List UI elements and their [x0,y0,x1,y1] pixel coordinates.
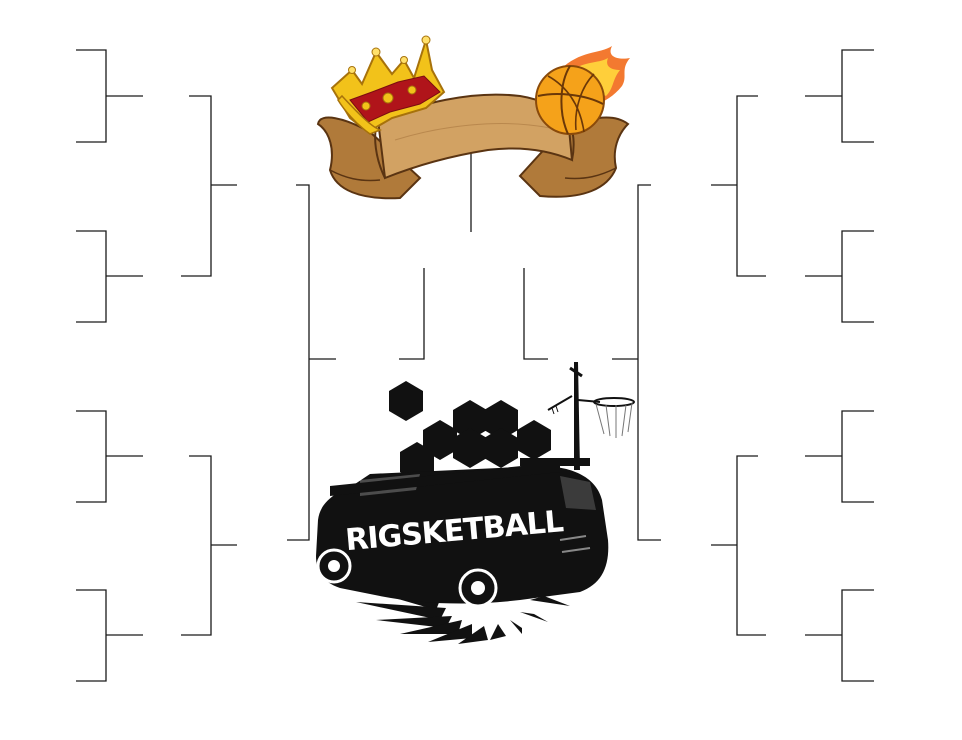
team-slot[interactable] [842,397,878,411]
team-slot[interactable] [287,526,309,540]
left-round3-match [287,171,336,541]
van-icon [316,458,609,608]
team-slot[interactable] [181,442,211,456]
team-slot[interactable] [399,345,424,359]
team-slot[interactable] [842,128,878,142]
team-slot[interactable] [842,488,878,502]
bracket-right [523,36,878,682]
flaming-basketball-icon [535,46,630,135]
left-round1-match-2 [70,217,143,323]
left-round2-match-1 [181,82,237,277]
right-round1-match-2 [805,217,878,323]
team-slot[interactable] [181,262,211,276]
team-slot[interactable] [181,621,211,635]
left-round1-match-1 [70,36,143,143]
team-slot[interactable] [737,82,767,96]
team-slot[interactable] [737,442,767,456]
team-slot[interactable] [524,345,549,359]
team-slot[interactable] [842,36,878,50]
team-slot[interactable] [638,171,660,185]
team-slot[interactable] [70,488,106,502]
left-semifinal [399,268,425,360]
championship-line [455,150,487,232]
team-slot[interactable] [70,397,106,411]
team-slot[interactable] [70,308,106,322]
team-slot[interactable] [842,308,878,322]
right-round2-match-1 [711,82,767,277]
right-semifinal [523,268,549,360]
crown-icon [330,35,446,135]
left-round1-match-3 [70,397,143,503]
right-round1-match-1 [805,36,878,143]
right-round1-match-3 [805,397,878,503]
rigsketball-logo: RIGSKETBALL [316,362,635,644]
right-round2-match-2 [711,442,767,636]
team-slot[interactable] [70,576,106,590]
team-slot[interactable] [842,576,878,590]
bracket-left [70,36,425,682]
team-slot[interactable] [737,262,767,276]
left-round1-match-4 [70,576,143,682]
team-slot[interactable] [842,667,878,681]
team-slot[interactable] [181,82,211,96]
right-round3-match [612,171,661,541]
team-slot[interactable] [287,171,309,185]
team-slot[interactable] [70,667,106,681]
basketball-hoop-icon [547,362,635,470]
team-slot[interactable] [638,526,660,540]
team-slot[interactable] [70,128,106,142]
champion-slot[interactable] [455,218,487,232]
team-slot[interactable] [842,217,878,231]
scroll-banner-icon [316,93,630,200]
right-round1-match-4 [805,576,878,682]
left-round2-match-2 [181,442,237,636]
team-slot[interactable] [70,36,106,50]
team-slot[interactable] [737,621,767,635]
team-slot[interactable] [70,217,106,231]
